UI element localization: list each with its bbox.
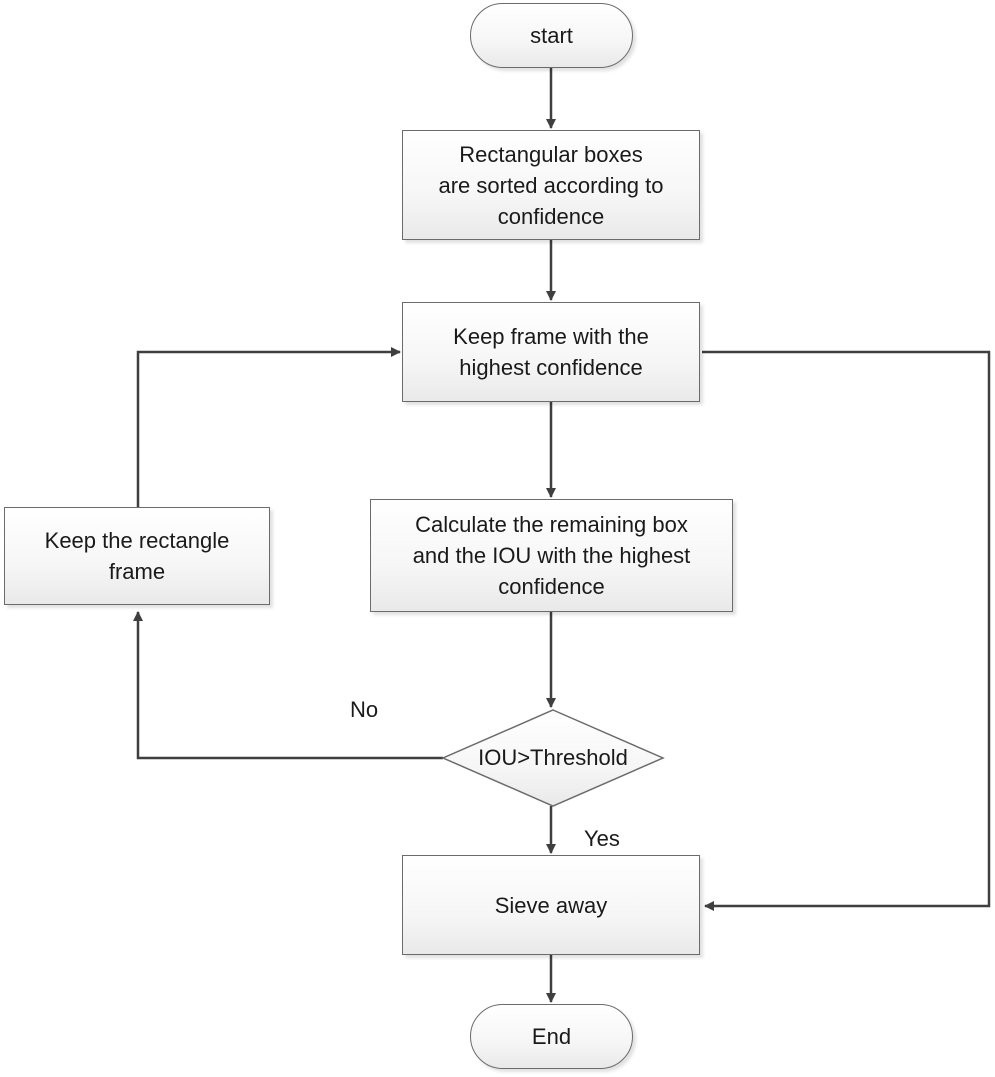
- start-node: start: [470, 3, 633, 68]
- yes-label: Yes: [584, 826, 620, 851]
- decision-label: IOU>Threshold: [478, 745, 628, 770]
- start-label: start: [530, 23, 573, 48]
- sieve-away-label: Sieve away: [494, 892, 608, 918]
- sort-boxes-label: Rectangular boxes are sorted according t…: [438, 141, 664, 229]
- calculate-iou-node: Calculate the remaining box and the IOU …: [370, 499, 733, 612]
- keep-rectangle-label: Keep the rectangle frame: [44, 528, 230, 584]
- keep-highest-node: Keep frame with the highest confidence: [402, 302, 700, 402]
- calculate-iou-label: Calculate the remaining box and the IOU …: [412, 512, 691, 599]
- sieve-away-node: Sieve away: [402, 855, 700, 955]
- keep-highest-label: Keep frame with the highest confidence: [453, 324, 649, 380]
- no-label: No: [350, 697, 379, 722]
- keep-rectangle-node: Keep the rectangle frame: [4, 507, 270, 605]
- edge-decision-no-to-keep-rect: [133, 611, 443, 760]
- edge-keep-highest-to-sieve: [702, 350, 991, 911]
- end-label: End: [531, 1024, 572, 1049]
- end-node: End: [470, 1004, 633, 1069]
- sort-boxes-node: Rectangular boxes are sorted according t…: [402, 130, 700, 240]
- decision-diamond: [441, 709, 665, 807]
- edge-keep-rect-to-keep-highest: [136, 347, 401, 507]
